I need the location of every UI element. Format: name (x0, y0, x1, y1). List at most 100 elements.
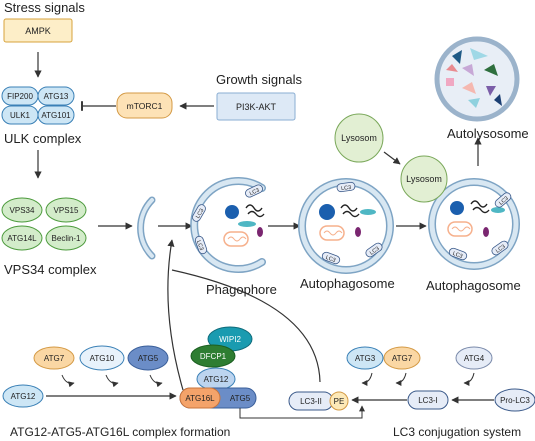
atg4-label: ATG4 (464, 354, 485, 363)
fragment-icon (484, 64, 498, 76)
fragment-icon (470, 48, 488, 60)
autophagosome-2-label: Autophagosome (426, 278, 521, 293)
atg5-node-a (127, 345, 169, 371)
fragment-icon (468, 98, 480, 108)
pro-lc3-label: Pro-LC3 (500, 396, 530, 405)
vps34-complex-label: VPS34 complex (4, 262, 97, 277)
pi3k-akt-label: PI3K-AKT (236, 102, 277, 112)
fragment-icon (462, 82, 476, 94)
lc3-tag-label: LC3 (495, 244, 507, 255)
mitochondrion-icon (447, 221, 473, 237)
autolysosome (434, 36, 520, 122)
purple-organelle-icon (483, 227, 489, 237)
pi3k-akt-box (216, 92, 296, 121)
ampk-label: AMPK (25, 26, 51, 36)
pe-label: PE (334, 397, 345, 406)
fragment-icon (446, 78, 454, 86)
mtorc1-box (116, 92, 173, 119)
nucleus-icon (450, 201, 464, 215)
ulk-complex: FIP200 ATG13 ULK1 ATG101 (1, 86, 75, 125)
atg13-label: ATG13 (44, 92, 69, 101)
fip200-label: FIP200 (7, 92, 33, 101)
atg7-label-a: ATG7 (44, 354, 65, 363)
vps15-label: VPS15 (54, 206, 79, 215)
lysosome-to-lysosome-arrow (383, 151, 401, 165)
atg7-node-a (33, 346, 75, 370)
dna-icon (470, 200, 490, 214)
ulk1-label: ULK1 (10, 111, 31, 120)
complex-to-phagophore-arrow (167, 239, 184, 391)
lc3-tag-label: LC3 (195, 240, 204, 252)
atg3-curve-arrow (361, 372, 373, 386)
dfcp1-node (190, 344, 236, 368)
atg7-curve-arrow (61, 374, 75, 388)
ampk-box (3, 18, 73, 43)
mtorc1-label: mTORC1 (127, 101, 163, 111)
pro-lc3-node (494, 388, 535, 412)
lc3-ii-label: LC3-II (300, 397, 322, 406)
lc3-tag-label: LC3 (325, 255, 337, 264)
beclin1-label: Beclin-1 (52, 234, 81, 243)
atg12-label: ATG12 (11, 392, 36, 401)
atg3-node (346, 346, 384, 370)
atg14l-node (1, 225, 43, 251)
purple-organelle-icon (257, 227, 263, 237)
autophagosome-1 (298, 178, 394, 274)
lysosome-2 (400, 155, 448, 203)
atg16l-label: ATG16L (185, 394, 215, 403)
beclin1-node (45, 225, 87, 251)
autophagosome-1-lc3-tags: LC3 LC3 LC3 (321, 181, 383, 265)
phagophore-label: Phagophore (206, 282, 277, 297)
lc3-i-label: LC3-I (418, 396, 438, 405)
fragment-icon (486, 86, 496, 96)
vps34-label: VPS34 (10, 206, 35, 215)
atg7-node-b (383, 346, 421, 370)
phagophore (190, 177, 266, 273)
vesicle-icon (491, 207, 505, 213)
vesicle-icon (238, 221, 256, 227)
fragment-icon (462, 64, 474, 76)
lc3-tag-label: LC3 (498, 196, 510, 207)
atg12-complex-label: ATG12 (204, 375, 229, 384)
atg4-curve-arrow (463, 372, 475, 386)
lysosome-1 (334, 113, 384, 163)
atg5-curve-arrow (149, 374, 163, 388)
stress-signals-label: Stress signals (4, 0, 85, 15)
atg7-label-b: ATG7 (392, 354, 413, 363)
vps34-node (1, 197, 43, 223)
vps34-complex: VPS34 VPS15 ATG14L Beclin-1 (1, 197, 87, 251)
dfcp1-label: DFCP1 (200, 352, 227, 361)
fragment-icon (446, 64, 458, 72)
fragment-icon (452, 50, 462, 64)
lc3-tag-label: LC3 (369, 246, 381, 257)
atg5-label-a: ATG5 (138, 354, 159, 363)
lc3-i-node (407, 390, 449, 410)
atg10-label: ATG10 (90, 354, 115, 363)
growth-signals-label: Growth signals (216, 72, 302, 87)
lc3-tag-label: LC3 (341, 185, 352, 192)
dna-icon (245, 204, 265, 218)
autophagosome-2-lc3-tags: LC3 LC3 LC3 (448, 192, 512, 261)
autophagosome-1-label: Autophagosome (300, 276, 395, 291)
atg10-node (79, 345, 125, 371)
complex-to-lc3-connector (239, 405, 365, 419)
mitochondrion-icon (223, 231, 249, 247)
fragment-icon (494, 94, 502, 106)
dna-icon (340, 204, 360, 218)
nucleus-icon (225, 205, 239, 219)
lc3-tag-label: LC3 (195, 208, 205, 220)
pe-node (329, 391, 349, 411)
atg101-label: ATG101 (41, 111, 71, 120)
purple-organelle-icon (355, 227, 361, 237)
atg12-node (2, 384, 44, 408)
atg16l-node (179, 387, 221, 409)
lc3-conjugation-label: LC3 conjugation system (393, 425, 521, 439)
ulk-complex-label: ULK complex (4, 131, 82, 146)
atg5-complex-label: ATG5 (230, 394, 251, 403)
lysosome-2-label: Lysosom (406, 174, 442, 184)
vps15-node (45, 197, 87, 223)
mitochondrion-icon (319, 225, 345, 241)
atg101-node (37, 105, 75, 125)
atg7-curve-arrow-b (395, 372, 407, 386)
